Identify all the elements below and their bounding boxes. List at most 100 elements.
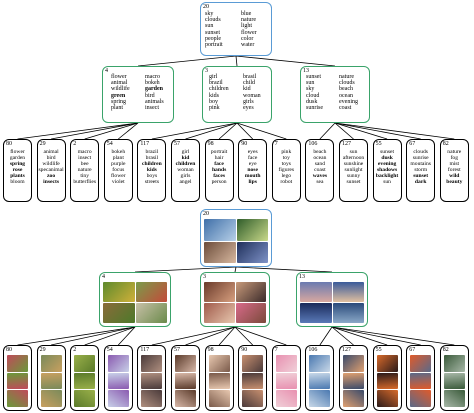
connector-line: [137, 55, 237, 67]
connector-line: [331, 326, 421, 346]
connector-line: [331, 326, 455, 346]
image-leaf-node: 55: [372, 345, 402, 411]
thumbnail-image: [332, 303, 364, 323]
thumbnail-image: [309, 390, 331, 407]
thumbnail-image: [103, 303, 135, 323]
thumbnail-image: [204, 241, 236, 263]
thumbnail-image: [242, 372, 264, 390]
image-leaf-node: 67: [406, 345, 436, 411]
thumbnail-image: [141, 355, 163, 372]
connector-line: [234, 326, 287, 346]
thumbnail-image: [343, 355, 364, 372]
thumbnail-image: [107, 390, 129, 407]
connector-line: [235, 55, 336, 67]
leaf-thumbnails: [309, 355, 331, 407]
thumbnail-image: [107, 372, 129, 390]
image-leaf-node: 90: [238, 345, 268, 411]
leaf-thumbnails: [376, 355, 398, 407]
connector-line: [51, 326, 136, 346]
thumbnail-image: [376, 390, 398, 407]
cluster-thumbnails: [204, 282, 266, 323]
connector-line: [235, 266, 333, 273]
thumbnail-image: [208, 390, 230, 407]
connector-line: [334, 122, 388, 140]
leaf-thumbnails: [443, 355, 465, 407]
leaf-thumbnails: [175, 355, 196, 407]
word-root-count: 20: [203, 4, 209, 10]
image-leaf-node: 80: [3, 345, 32, 411]
thumbnail-image: [236, 241, 268, 263]
connector-line: [331, 326, 388, 346]
thumbnail-image: [236, 219, 268, 241]
thumbnail-image: [242, 355, 264, 372]
connector-line: [185, 122, 238, 140]
leaf-thumbnails: [74, 355, 96, 407]
thumbnail-image: [7, 372, 28, 390]
thumbnail-image: [235, 282, 266, 302]
connector-line: [234, 266, 237, 273]
thumbnail-image: [235, 303, 266, 323]
image-leaf-node: 57: [171, 345, 200, 411]
connector-line: [134, 266, 237, 273]
thumbnail-image: [135, 282, 167, 302]
thumbnail-image: [332, 282, 364, 302]
thumbnail-image: [300, 303, 332, 323]
image-root-thumbnails: [204, 219, 268, 263]
thumbnail-image: [242, 390, 264, 407]
connector-line: [151, 326, 236, 346]
thumbnail-image: [107, 355, 129, 372]
thumbnail-image: [343, 372, 364, 390]
leaf-thumbnails: [7, 355, 28, 407]
thumbnail-image: [443, 355, 465, 372]
leaf-thumbnails: [107, 355, 129, 407]
thumbnail-image: [204, 282, 235, 302]
image-leaf-node: 106: [305, 345, 335, 411]
connector-line: [118, 122, 139, 140]
connector-line: [218, 122, 238, 140]
connector-line: [334, 122, 354, 140]
leaf-thumbnails: [40, 355, 62, 407]
thumbnail-image: [141, 390, 163, 407]
connector-line: [334, 122, 421, 140]
connector-line: [84, 326, 136, 346]
thumbnail-image: [275, 390, 297, 407]
thumbnail-image: [7, 390, 28, 407]
thumbnail-image: [40, 372, 62, 390]
thumbnail-image: [443, 390, 465, 407]
connector-line: [319, 326, 333, 346]
thumbnail-image: [309, 372, 331, 390]
thumbnail-image: [74, 372, 96, 390]
thumbnail-image: [275, 355, 297, 372]
image-leaf-node: 29: [36, 345, 66, 411]
thumbnail-image: [7, 355, 28, 372]
connector-line: [17, 122, 139, 140]
leaf-thumbnails: [410, 355, 432, 407]
thumbnail-image: [74, 355, 96, 372]
connector-line: [84, 122, 139, 140]
connector-line: [151, 122, 238, 140]
connector-line: [235, 55, 238, 67]
cluster-thumbnails: [103, 282, 167, 323]
